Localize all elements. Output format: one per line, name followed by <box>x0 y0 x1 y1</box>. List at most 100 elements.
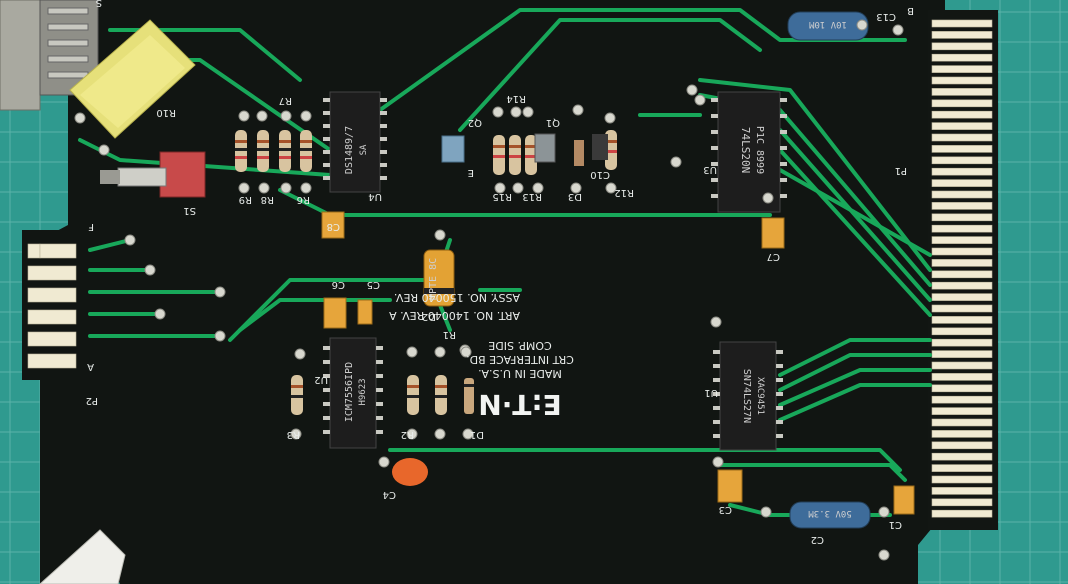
label-r7: R7 <box>279 95 292 106</box>
edge-finger <box>931 259 993 267</box>
label-c1: C1 <box>889 519 902 530</box>
via-pad <box>856 19 868 31</box>
via-pad <box>570 182 582 194</box>
label-s1: S1 <box>183 205 196 216</box>
capacitor-c10 <box>592 134 608 160</box>
ic-pin <box>323 98 330 102</box>
ic-pin <box>323 346 330 350</box>
via-pad <box>124 234 136 246</box>
ic-pin <box>380 124 387 128</box>
edge-finger <box>931 407 993 415</box>
edge-finger <box>931 373 993 381</box>
label-c2: C2 <box>811 534 824 545</box>
via-pad <box>522 106 534 118</box>
capacitor-c6 <box>323 297 347 329</box>
ic-pin <box>780 114 787 118</box>
edge-finger <box>931 65 993 73</box>
edge-finger <box>931 441 993 450</box>
electrolytic-c2: 50V 3.3M <box>789 501 871 529</box>
u4-line2: SA <box>359 144 369 155</box>
ic-pin <box>713 392 720 396</box>
ic-pin <box>323 388 330 392</box>
label-r15: R15 <box>492 191 512 202</box>
edge-connector-left <box>27 243 77 369</box>
ic-pin <box>713 378 720 382</box>
edge-finger <box>931 42 993 51</box>
label-u4: U4 <box>368 191 382 202</box>
capacitor-c7 <box>761 217 785 249</box>
via-pad <box>300 110 312 122</box>
edge-finger <box>931 498 993 507</box>
label-r9: R9 <box>239 194 252 205</box>
label-u1: U1 <box>704 387 718 398</box>
ic-pin <box>323 137 330 141</box>
edge-finger <box>931 293 993 301</box>
via-pad <box>214 286 226 298</box>
ic-pin <box>323 402 330 406</box>
edge-finger <box>931 487 993 495</box>
ic-pin <box>376 416 383 420</box>
ic-pin <box>376 388 383 392</box>
label-d2: D2 <box>422 311 436 322</box>
ic-u4: DS1489/7 SA <box>323 91 387 193</box>
ic-pin <box>323 416 330 420</box>
via-pad <box>686 84 698 96</box>
art-no-text: ART. NO. 140040 REV. A <box>389 309 520 322</box>
label-r14: R14 <box>506 93 526 104</box>
label-u3: U3 <box>703 164 717 175</box>
via-pad <box>74 112 86 124</box>
ic-pin <box>776 350 783 354</box>
label-c5: C5 <box>367 279 380 290</box>
label-c10: C10 <box>590 169 610 180</box>
edge-connector-p1 <box>928 10 998 530</box>
label-r6: R6 <box>297 194 310 205</box>
ic-pin <box>776 378 783 382</box>
board-name-text: CRT INTERFACE BD. <box>466 353 574 366</box>
ic-pin <box>323 124 330 128</box>
label-e: E <box>468 167 474 178</box>
diode-d3 <box>574 140 584 166</box>
ic-pin <box>380 163 387 167</box>
capacitor-c4 <box>392 458 428 486</box>
label-s: S <box>96 0 102 8</box>
ic-pin <box>713 434 720 438</box>
ic-pin <box>376 360 383 364</box>
mounting-bracket <box>39 529 126 584</box>
label-r2: R2 <box>401 429 414 440</box>
ic-pin <box>780 98 787 102</box>
ic-pin <box>711 194 718 198</box>
edge-finger <box>931 236 993 244</box>
via-pad <box>434 229 446 241</box>
edge-finger <box>931 247 993 256</box>
via-pad <box>878 549 890 561</box>
board-silkscreen: E:T·N MADE IN U.S.A. CRT INTERFACE BD. C… <box>389 291 574 421</box>
label-c4: C4 <box>383 489 396 500</box>
ic-pin <box>713 350 720 354</box>
edge-finger <box>931 110 993 119</box>
ic-pin <box>780 130 787 134</box>
edge-finger <box>931 304 993 313</box>
via-pad <box>710 316 722 328</box>
capacitor-c1 <box>893 485 915 515</box>
toggle-switch-s1[interactable] <box>100 151 206 198</box>
ic-pin <box>711 98 718 102</box>
ic-u2: ICM7556IPD H9623 <box>323 337 383 449</box>
via-pad <box>406 428 418 440</box>
c2-marking: 50V 3.3M <box>808 508 852 518</box>
ic-pin <box>380 176 387 180</box>
via-pad <box>878 506 890 518</box>
label-q2: Q2 <box>468 117 482 128</box>
edge-finger <box>931 179 993 187</box>
ic-pin <box>780 146 787 150</box>
ic-pin <box>323 150 330 154</box>
label-r12: R12 <box>614 187 634 198</box>
ic-pin <box>323 374 330 378</box>
edge-finger <box>931 190 993 199</box>
c13-marking: 10V 10M <box>808 19 847 29</box>
via-pad <box>694 94 706 106</box>
via-pad <box>532 182 544 194</box>
ic-pin <box>776 434 783 438</box>
label-b: B <box>907 5 914 16</box>
via-pad <box>462 428 474 440</box>
edge-finger <box>931 145 993 153</box>
